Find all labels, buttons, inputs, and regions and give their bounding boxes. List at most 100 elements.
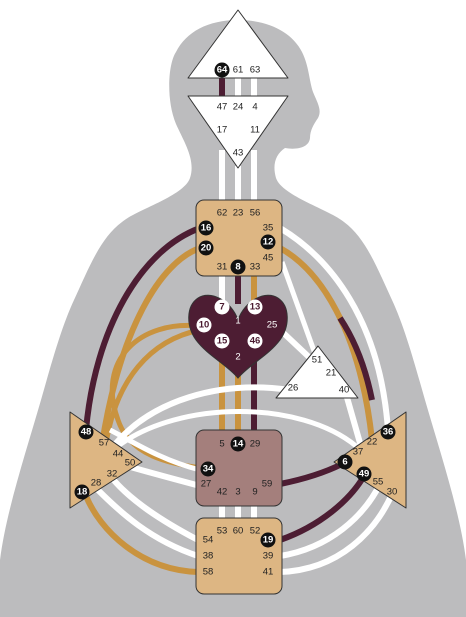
gate-18-label: 18 xyxy=(77,487,88,498)
root-center xyxy=(195,517,283,595)
gate-5-label: 5 xyxy=(219,439,224,450)
sacral-center xyxy=(195,429,283,507)
head-center xyxy=(187,9,289,79)
ajna-center xyxy=(187,95,289,169)
gate-55-label: 55 xyxy=(373,477,384,488)
gate-59-label: 59 xyxy=(262,479,273,490)
gate-14-label: 14 xyxy=(233,439,244,450)
gate-36-marker xyxy=(380,424,396,440)
channel-arc xyxy=(116,409,358,449)
gate-37-label: 37 xyxy=(353,447,364,458)
gate-16-marker xyxy=(198,220,214,236)
gate-64-marker xyxy=(214,62,230,78)
channels-layer xyxy=(83,76,395,575)
channel-39-55 xyxy=(279,482,383,559)
gate-54-label: 54 xyxy=(203,535,214,546)
gate-12-label: 12 xyxy=(263,237,274,248)
gate-27-label: 27 xyxy=(201,479,212,490)
gate-20-label: 20 xyxy=(201,243,212,254)
gate-42-label: 42 xyxy=(217,487,228,498)
channel-40-37 xyxy=(343,393,365,451)
gate-38-label: 38 xyxy=(203,551,214,562)
gate-43-label: 43 xyxy=(233,148,244,159)
gate-16-label: 16 xyxy=(201,223,212,234)
gate-22-label: 22 xyxy=(367,437,378,448)
gate-2-label: 2 xyxy=(235,352,240,363)
gate-4-label: 4 xyxy=(252,102,257,113)
gate-41-label: 41 xyxy=(263,567,274,578)
gate-58-label: 58 xyxy=(203,567,214,578)
gate-25-label: 25 xyxy=(267,320,278,331)
channel-20-57 xyxy=(99,245,202,445)
gate-10-label: 10 xyxy=(199,320,210,331)
gate-26-label: 26 xyxy=(288,383,299,394)
gate-50-label: 50 xyxy=(125,458,136,469)
gate-48-label: 48 xyxy=(81,427,92,438)
gate-49-label: 49 xyxy=(359,469,370,480)
gate-45-label: 45 xyxy=(263,253,274,264)
channel-58-18 xyxy=(83,494,199,575)
gate-6-label: 6 xyxy=(342,457,347,468)
gate-57-label: 57 xyxy=(99,438,110,449)
gate-13-marker xyxy=(247,299,263,315)
throat-center xyxy=(195,199,283,277)
gate-3-label: 3 xyxy=(235,487,240,498)
gate-12-marker xyxy=(260,234,276,250)
channel-26-44 xyxy=(109,384,291,450)
gate-60-label: 60 xyxy=(233,526,244,537)
gate-36-label: 36 xyxy=(383,427,394,438)
gate-24-label: 24 xyxy=(233,102,244,113)
gate-19-marker xyxy=(260,532,276,548)
gate-39-label: 39 xyxy=(263,551,274,562)
gate-63-label: 63 xyxy=(250,65,261,76)
gate-32-label: 32 xyxy=(107,469,118,480)
gate-51-label: 51 xyxy=(312,355,323,366)
gate-15-label: 15 xyxy=(217,336,228,347)
gate-48-marker xyxy=(78,424,94,440)
gate-40-label: 40 xyxy=(339,385,350,396)
channel-19-49 xyxy=(279,474,367,543)
gate-15-marker xyxy=(214,333,230,349)
channel-59-6 xyxy=(279,461,344,487)
gate-35-label: 35 xyxy=(263,223,274,234)
gate-34-marker xyxy=(200,461,216,477)
gate-6-marker xyxy=(337,454,353,470)
gate-29-label: 29 xyxy=(250,439,261,450)
channel-54-32 xyxy=(109,476,200,543)
gate-17-label: 17 xyxy=(217,125,228,136)
gate-56-label: 56 xyxy=(250,208,261,219)
gate-18-marker xyxy=(74,484,90,500)
gate-7-marker xyxy=(214,299,230,315)
gate-62-label: 62 xyxy=(217,208,228,219)
gate-64-label: 64 xyxy=(217,65,228,76)
channel-12-22 xyxy=(278,245,375,441)
gate-49-marker xyxy=(356,466,372,482)
gate-1-label: 1 xyxy=(235,316,240,327)
gate-61-label: 61 xyxy=(233,65,244,76)
gate-9-label: 9 xyxy=(252,487,257,498)
gate-46-label: 46 xyxy=(250,336,261,347)
g-center xyxy=(188,294,288,379)
channel-16-48 xyxy=(83,225,202,431)
gate-33-label: 33 xyxy=(250,262,261,273)
channel-21-45 xyxy=(279,261,321,363)
gate-53-label: 53 xyxy=(217,526,228,537)
gate-46-marker xyxy=(247,333,263,349)
gate-14-marker xyxy=(230,436,246,452)
gate-7-label: 7 xyxy=(219,302,224,313)
gate-30-label: 30 xyxy=(387,487,398,498)
centers-layer xyxy=(69,9,407,595)
gate-23-label: 23 xyxy=(233,208,244,219)
gate-52-label: 52 xyxy=(250,526,261,537)
gate-28-label: 28 xyxy=(91,478,102,489)
channel-38-28 xyxy=(95,487,199,559)
heart-center xyxy=(275,345,359,399)
gate-34-label: 34 xyxy=(203,464,214,475)
channel-35-36 xyxy=(278,225,391,431)
gate-31-label: 31 xyxy=(217,262,228,273)
gate-44-label: 44 xyxy=(113,449,124,460)
gate-13-label: 13 xyxy=(250,302,261,313)
gate-11-label: 11 xyxy=(250,125,260,136)
